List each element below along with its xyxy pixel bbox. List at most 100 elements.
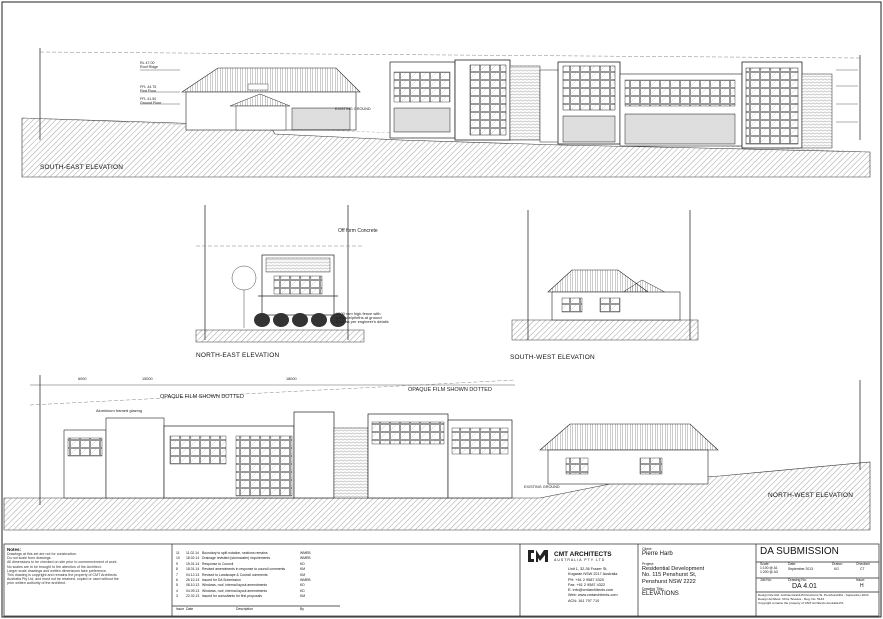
- revision-cell: Revised amendments in response to counci…: [202, 567, 286, 572]
- revision-cell: 10: [176, 556, 180, 561]
- window: [639, 457, 663, 475]
- window: [393, 71, 451, 103]
- project-line: Residential Development: [642, 566, 705, 572]
- note-line: No scales are to be brought to the atten…: [7, 564, 102, 569]
- revision-cell: KD: [300, 583, 305, 588]
- revision-cell: 11.02.14: [186, 551, 199, 555]
- revision-cell: Windows, roof, internal layout amendment…: [202, 583, 268, 588]
- firm-address: Unit 1, 32-36 Frazer St,: [568, 567, 608, 571]
- revision-cell: KM: [300, 594, 306, 599]
- skylight: [247, 83, 269, 91]
- client-name: Pierre Harb: [642, 551, 673, 557]
- revision-cell: Response to Council: [202, 561, 234, 566]
- elevation-title-north-west: NORTH-WEST ELEVATION: [768, 492, 854, 499]
- brick-wall: [333, 427, 369, 499]
- existing-ground-note: EXISTING GROUND: [335, 107, 371, 111]
- window: [469, 64, 507, 136]
- window: [371, 421, 445, 445]
- revision-cell: KM: [300, 572, 306, 577]
- revision-cell: Windows, roof, internal layout amendment…: [202, 588, 268, 593]
- roof: [181, 67, 361, 93]
- elevation-title-north-east: NORTH-EAST ELEVATION: [196, 352, 280, 359]
- cmt-logo-icon: [526, 548, 550, 564]
- project-line: No. 115 Penshurst St,: [642, 572, 697, 579]
- note-line: This drawing is copyright and remains th…: [7, 572, 117, 577]
- dimension-label: 18000: [286, 377, 297, 381]
- project-label: Project:: [642, 562, 655, 566]
- level-label: FFL 41.50 Ground Floor: [140, 97, 162, 105]
- note-line: Australia Pty Ltd, and must not be retai…: [7, 576, 119, 581]
- window: [169, 435, 227, 465]
- window: [561, 297, 583, 313]
- firm-phone: PH: +61 2 9587 4320: [568, 578, 604, 583]
- drawing-title-label: Drawing Title:: [642, 587, 664, 592]
- revision-cell: 4: [176, 588, 178, 593]
- job-label: Job No:: [760, 578, 772, 582]
- firm-email: E: info@cmtarchitects.com: [568, 587, 614, 592]
- firm-acn: ACN: 161 797 710: [568, 599, 600, 604]
- date-label: Date:: [788, 562, 797, 566]
- revision-cell: KM: [300, 567, 306, 572]
- garage-door: [624, 113, 736, 145]
- brick-wall: [801, 73, 833, 149]
- project-line: Penshurst NSW 2222: [642, 578, 696, 585]
- copyright-note: Copyright remains the property of CMT Ar…: [758, 601, 844, 606]
- opaque-film-note: OPAQUE FILM SHOWN DOTTED: [408, 387, 492, 393]
- brick-wall: [509, 65, 541, 141]
- roof: [539, 423, 719, 451]
- level-label: RL 47.00 Roof Ridge: [140, 61, 158, 69]
- south-east-elevation: [21, 48, 871, 178]
- opaque-film-note: OPAQUE FILM SHOWN DOTTED: [160, 394, 244, 400]
- firm-name: CMT ARCHITECTS: [554, 550, 612, 558]
- scale-value: 1:100 @ A1 1:200 @ A3: [760, 566, 778, 574]
- revision-cell: KD: [300, 561, 305, 566]
- ground-hatch: [195, 329, 365, 343]
- revision-cell: 9: [176, 561, 178, 566]
- revision-cell: 18.02.14: [186, 556, 200, 561]
- porch: [235, 105, 287, 131]
- brick-wall: [265, 257, 331, 273]
- revision-cell: 04.12.13: [186, 572, 200, 577]
- ground-hatch: [3, 461, 871, 531]
- north-east-elevation: [195, 205, 365, 343]
- client-label: Client:: [642, 547, 653, 551]
- notes-heading: Notes:: [7, 547, 22, 552]
- elevation-title-south-east: SOUTH-EAST ELEVATION: [40, 164, 124, 171]
- revision-cell: 6: [176, 578, 178, 582]
- issue-value: H: [860, 583, 864, 589]
- hedge: [254, 313, 346, 327]
- design-architect: Design Architect: Chris Tsioulos - Reg. …: [758, 597, 824, 602]
- off-form-concrete-note: Off form Concrete: [338, 228, 378, 234]
- revision-cell: WMEB: [300, 556, 311, 561]
- revision-cell: 11: [176, 551, 180, 555]
- level-markers: [140, 69, 858, 123]
- note-line: Larger scale drawings and written dimens…: [7, 568, 107, 573]
- dimension-label: 6000: [78, 377, 87, 381]
- revision-cell: 15.01.14: [186, 561, 200, 566]
- checked-value: CT: [860, 567, 865, 571]
- garage-door: [562, 115, 616, 143]
- note-line: Do not scale from drawings.: [7, 556, 52, 561]
- existing-ground-line: [21, 117, 871, 153]
- revision-cell: 18.01.14: [186, 567, 200, 572]
- date-value: September 2013: [788, 567, 814, 571]
- issue-label: Issue:: [856, 578, 866, 582]
- title-block-frame: [3, 543, 880, 617]
- level-label: FFL 44.75 First Floor: [140, 85, 157, 93]
- building-block: [539, 69, 561, 143]
- height-plane-line: [29, 379, 516, 406]
- revision-cell: WMEB: [300, 551, 311, 555]
- window: [624, 79, 736, 107]
- window: [451, 427, 509, 455]
- revision-cell: 5: [176, 583, 178, 588]
- revision-cell: 04.09.13: [186, 588, 200, 593]
- revision-cell: 08.10.13: [186, 583, 200, 588]
- existing-ground-note: EXISTING GROUND: [524, 485, 560, 489]
- south-west-elevation: [511, 210, 699, 341]
- revision-cell: 3: [176, 594, 178, 599]
- height-plane-line: [39, 51, 861, 59]
- firm-fax: Fax: +61 2 9587 4322: [568, 583, 606, 588]
- revision-cell: 8: [176, 567, 178, 572]
- note-line: prior written authority of the architect…: [7, 581, 67, 586]
- firm-address: Kogarah NSW 2217 Australia: [568, 571, 618, 576]
